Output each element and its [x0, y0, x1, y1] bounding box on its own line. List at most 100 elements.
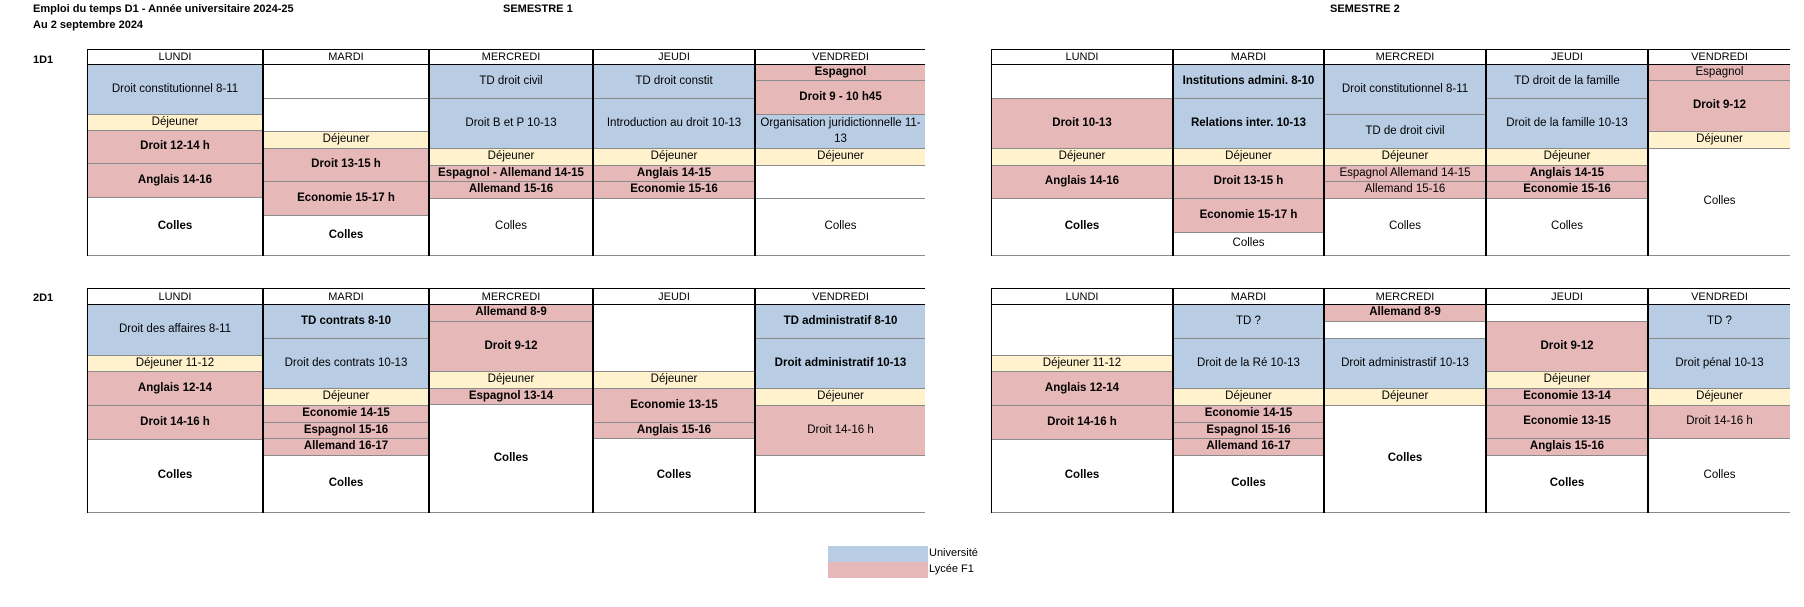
day-header: VENDREDI	[756, 289, 925, 305]
timetable-cell: Espagnol	[1649, 65, 1790, 81]
timetable-cell: Déjeuner	[430, 149, 592, 166]
timetable-cell: Colles	[1174, 456, 1323, 513]
legend-universite-swatch	[828, 546, 928, 562]
timetable-cell: Colles	[1325, 406, 1485, 513]
timetable-cell: Colles	[430, 199, 592, 256]
timetable-cell: Colles	[264, 456, 428, 513]
day-header: MERCREDI	[1325, 289, 1485, 305]
timetable-cell	[992, 65, 1172, 99]
timetable-cell: Allemand 8-9	[1325, 305, 1485, 322]
group-label-1d1: 1D1	[33, 54, 54, 66]
day-header: MARDI	[1174, 289, 1323, 305]
day-header: LUNDI	[992, 289, 1172, 305]
day-header: VENDREDI	[1649, 50, 1790, 65]
timetable-cell	[594, 305, 754, 372]
day-header: MARDI	[264, 289, 428, 305]
day-header: LUNDI	[992, 50, 1172, 65]
legend-lycee-label: Lycée F1	[929, 563, 974, 575]
timetable-cell: Anglais 15-16	[1487, 439, 1647, 456]
timetable-cell: Droit des affaires 8-11	[88, 305, 262, 356]
timetable-cell: Allemand 15-16	[1325, 182, 1485, 199]
timetable-cell: Anglais 14-15	[1487, 166, 1647, 182]
timetable-cell	[992, 305, 1172, 356]
timetable-cell: Anglais 12-14	[88, 372, 262, 406]
timetable-cell: Déjeuner	[1174, 389, 1323, 406]
timetable-cell: Droit 9-12	[1649, 81, 1790, 132]
timetable-cell: Economie 15-17 h	[264, 182, 428, 216]
timetable-cell: Déjeuner	[594, 372, 754, 389]
timetable-cell: Colles	[756, 199, 925, 256]
document-date: Au 2 septembre 2024	[33, 19, 144, 31]
day-header: JEUDI	[1487, 50, 1647, 65]
timetable-cell: Droit pénal 10-13	[1649, 339, 1790, 389]
timetable-cell: Colles	[992, 440, 1172, 513]
timetable-cell: TD de droit civil	[1325, 115, 1485, 149]
day-header: VENDREDI	[756, 50, 925, 65]
timetable-cell: Colles	[1649, 149, 1790, 256]
timetable-cell: Espagnol - Allemand 14-15	[430, 166, 592, 182]
day-header: JEUDI	[1487, 289, 1647, 305]
timetable-cell: Espagnol 15-16	[1174, 423, 1323, 439]
timetable-cell: Droit 14-16 h	[88, 406, 262, 440]
timetable-cell: Economie 13-15	[1487, 406, 1647, 439]
timetable-cell: Espagnol	[756, 65, 925, 81]
timetable-cell: Economie 13-14	[1487, 389, 1647, 406]
timetable-cell: Déjeuner 11-12	[992, 356, 1172, 372]
timetable-cell: Espagnol 15-16	[264, 423, 428, 439]
timetable-cell: Allemand 16-17	[1174, 439, 1323, 456]
timetable-cell: Déjeuner	[1649, 132, 1790, 149]
timetable-cell: TD ?	[1174, 305, 1323, 339]
day-header: LUNDI	[88, 50, 262, 65]
timetable-cell: Economie 15-16	[1487, 182, 1647, 199]
timetable-cell: Allemand 16-17	[264, 439, 428, 456]
timetable-cell: Déjeuner	[594, 149, 754, 166]
timetable-cell: Déjeuner	[1487, 149, 1647, 166]
timetable-cell: Droit constitutionnel 8-11	[1325, 65, 1485, 115]
timetable-cell: Déjeuner	[1487, 372, 1647, 389]
timetable-cell: Droit 10-13	[992, 99, 1172, 149]
timetable-cell: Colles	[430, 405, 592, 513]
timetable-cell: Colles	[992, 199, 1172, 256]
timetable-cell: Economie 14-15	[264, 406, 428, 423]
legend-universite-label: Université	[929, 547, 978, 559]
timetable-cell: Droit de la famille 10-13	[1487, 99, 1647, 149]
timetable-cell: Economie 13-15	[594, 389, 754, 423]
timetable-cell: Anglais 14-16	[88, 164, 262, 198]
timetable-cell: TD contrats 8-10	[264, 305, 428, 339]
semester-1-heading: SEMESTRE 1	[503, 3, 573, 15]
timetable-cell: Déjeuner	[264, 132, 428, 149]
timetable-cell: Déjeuner	[992, 149, 1172, 166]
timetable-cell: Droit administratif 10-13	[756, 339, 925, 389]
timetable-cell	[1487, 305, 1647, 322]
group-label-2d1: 2D1	[33, 292, 54, 304]
day-header: JEUDI	[594, 289, 754, 305]
timetable-cell: Colles	[88, 198, 262, 256]
timetable-cell: Anglais 14-16	[992, 166, 1172, 199]
timetable-cell: Colles	[594, 439, 754, 513]
semester-2-heading: SEMESTRE 2	[1330, 3, 1400, 15]
timetable-cell: Droit 14-16 h	[1649, 406, 1790, 439]
timetable-cell: Colles	[1174, 233, 1323, 256]
timetable-cell: Droit 14-16 h	[992, 406, 1172, 440]
legend-lycee-swatch	[828, 562, 928, 578]
timetable-cell: Espagnol Allemand 14-15	[1325, 166, 1485, 182]
document-title: Emploi du temps D1 - Année universitaire…	[33, 3, 294, 15]
timetable-cell: Relations inter. 10-13	[1174, 99, 1323, 149]
timetable-cell: Droit 9-12	[1487, 322, 1647, 372]
